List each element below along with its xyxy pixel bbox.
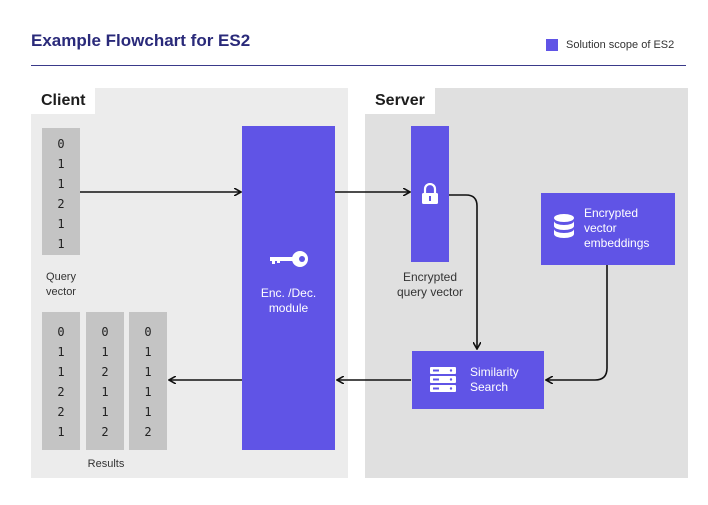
server-rack-icon bbox=[430, 367, 456, 392]
result-value: 1 bbox=[101, 345, 109, 359]
result-value: 1 bbox=[144, 405, 152, 419]
query-vector: 0 1 1 2 1 1 bbox=[42, 128, 80, 255]
page-title: Example Flowchart for ES2 bbox=[31, 31, 251, 50]
query-vector-value: 1 bbox=[57, 177, 65, 191]
result-value: 0 bbox=[57, 325, 65, 339]
query-vector-value: 0 bbox=[57, 137, 65, 151]
encrypted-query-caption: Encrypted query vector bbox=[396, 270, 464, 299]
query-vector-caption: Query vector bbox=[46, 271, 76, 298]
result-value: 2 bbox=[57, 405, 65, 419]
legend: Solution scope of ES2 bbox=[546, 39, 674, 51]
database-icon bbox=[554, 214, 574, 238]
query-vector-value: 1 bbox=[57, 157, 65, 171]
result-value: 1 bbox=[57, 365, 65, 379]
server-label: Server bbox=[365, 88, 435, 114]
result-value: 2 bbox=[101, 425, 109, 439]
result-column: 0 1 1 2 2 1 bbox=[42, 312, 80, 450]
module-label: Enc. /Dec. module bbox=[260, 286, 317, 315]
legend-label: Solution scope of ES2 bbox=[566, 39, 675, 51]
header-divider bbox=[31, 65, 686, 66]
result-value: 1 bbox=[101, 405, 109, 419]
result-value: 2 bbox=[101, 365, 109, 379]
similarity-search-label: Similarity Search bbox=[470, 365, 519, 394]
result-value: 1 bbox=[144, 385, 152, 399]
result-value: 1 bbox=[57, 425, 65, 439]
result-value: 2 bbox=[144, 425, 152, 439]
result-value: 0 bbox=[101, 325, 109, 339]
result-value: 1 bbox=[101, 385, 109, 399]
legend-swatch bbox=[546, 39, 558, 51]
encrypted-query-block bbox=[411, 126, 449, 262]
client-label: Client bbox=[31, 88, 96, 114]
embeddings-block: Encrypted vector embeddings bbox=[541, 193, 675, 265]
result-value: 1 bbox=[57, 345, 65, 359]
embeddings-label: Encrypted vector embeddings bbox=[584, 206, 650, 250]
result-value: 2 bbox=[57, 385, 65, 399]
enc-dec-module: Enc. /Dec. module bbox=[242, 126, 335, 450]
similarity-search-block: Similarity Search bbox=[412, 351, 544, 409]
query-vector-value: 1 bbox=[57, 237, 65, 251]
result-value: 1 bbox=[144, 345, 152, 359]
result-value: 0 bbox=[144, 325, 152, 339]
result-column: 0 1 2 1 1 2 bbox=[86, 312, 124, 450]
results-caption: Results bbox=[87, 458, 125, 470]
query-vector-value: 2 bbox=[57, 197, 65, 211]
key-icon bbox=[270, 251, 308, 267]
lock-icon bbox=[422, 183, 438, 204]
arrow-embeddings-to-similarity bbox=[547, 265, 608, 380]
result-value: 1 bbox=[144, 365, 152, 379]
query-vector-value: 1 bbox=[57, 217, 65, 231]
arrow-query-to-similarity bbox=[449, 194, 477, 348]
result-column: 0 1 1 1 1 2 bbox=[129, 312, 167, 450]
